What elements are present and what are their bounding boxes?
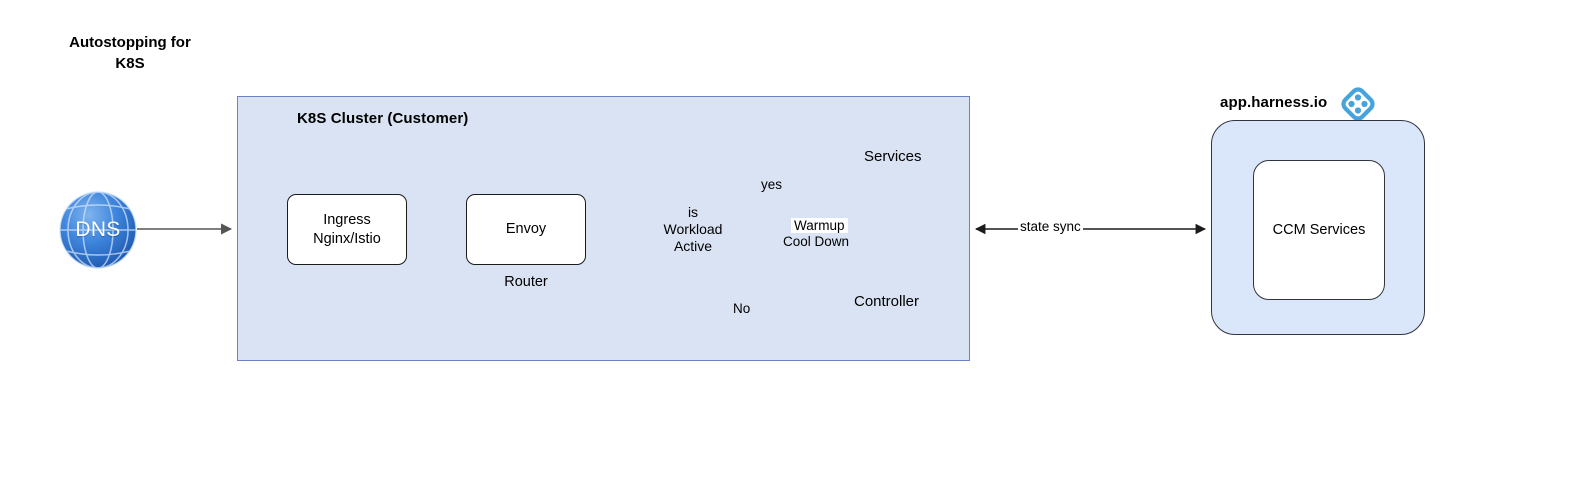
ccm-services-box[interactable] (1253, 160, 1385, 300)
harness-title: app.harness.io (1220, 94, 1328, 111)
page-title: Autostopping for K8S (69, 34, 191, 72)
edge-label-state-sync: state sync (1018, 219, 1083, 234)
dns-globe-icon (59, 191, 137, 269)
dns-node: DNS (60, 192, 136, 268)
ingress-node[interactable]: Ingress Nginx/Istio (287, 194, 407, 265)
edge-label-yes: yes (761, 177, 783, 192)
edge-label-no: No (733, 301, 751, 316)
edge-label-warmup: Warmup (791, 218, 848, 233)
router-label: Router (504, 274, 548, 290)
services-label: Services (864, 148, 922, 165)
controller-label: Controller (854, 293, 920, 310)
ccm-services-label: CCM Services (1272, 222, 1366, 238)
dns-label: DNS (75, 218, 121, 241)
envoy-node[interactable]: Envoy (466, 194, 586, 265)
edge-label-cooldown: Cool Down (783, 234, 850, 249)
cluster-title: K8S Cluster (Customer) (297, 110, 469, 127)
decision-node-label: is Workload Active (663, 204, 723, 254)
harness-logo-icon (1341, 87, 1375, 121)
